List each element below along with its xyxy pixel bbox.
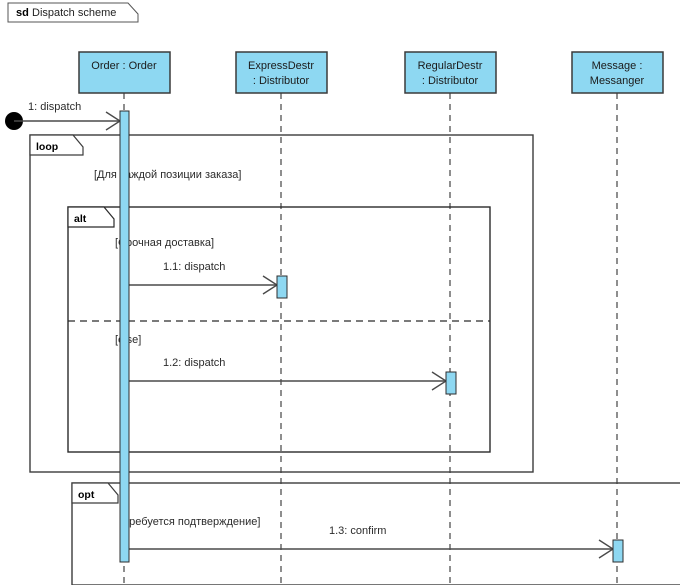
fragment-alt-keyword: alt: [74, 213, 87, 225]
frame-label-shape: [7, 2, 139, 23]
lifeline-label-express-line2: : Distributor: [253, 75, 310, 87]
diagram-frame-label: sd Dispatch scheme: [7, 2, 139, 23]
fragment-alt-border: [67, 206, 491, 453]
activation-bar-express[interactable]: [276, 275, 288, 299]
message-1-2-dispatch[interactable]: 1.2: dispatch: [129, 357, 448, 391]
fragment-alt-guard-1: [Срочная доставка]: [115, 237, 214, 249]
fragment-loop-tab: [29, 134, 84, 156]
fragment-opt-keyword: opt: [78, 489, 95, 501]
lifeline-label-messenger-line2: Messanger: [590, 75, 645, 87]
lifeline-label-messenger-line1: Message :: [592, 60, 643, 72]
lifeline-label-express-line1: ExpressDestr: [248, 60, 314, 72]
fragment-opt-border: [71, 482, 680, 585]
activation-bar-messenger[interactable]: [612, 539, 624, 563]
lifeline-label-order-line1: Order : Order: [91, 60, 157, 72]
activation-bars-group: [119, 110, 624, 563]
message-found-dispatch[interactable]: 1: dispatch: [5, 101, 122, 131]
lifeline-box-messenger: [571, 51, 664, 94]
message-1-3-label: 1.3: confirm: [329, 525, 386, 537]
fragment-alt-tab: [67, 206, 115, 228]
diagram-kind-keyword: sd: [16, 7, 29, 19]
fragment-opt-guard: [Требуется подтверждение]: [120, 516, 260, 528]
found-message-label: 1: dispatch: [28, 101, 81, 113]
message-1-3-confirm[interactable]: 1.3: confirm: [129, 525, 615, 559]
message-1-2-label: 1.2: dispatch: [163, 357, 225, 369]
lifeline-head-express[interactable]: ExpressDestr : Distributor: [235, 51, 328, 94]
message-1-1-label: 1.1: dispatch: [163, 261, 225, 273]
activation-bar-order[interactable]: [119, 110, 130, 563]
fragment-loop[interactable]: loop [Для каждой позиции заказа]: [29, 134, 534, 473]
fragment-loop-border: [29, 134, 534, 473]
message-1-1-dispatch[interactable]: 1.1: dispatch: [129, 261, 279, 295]
lifeline-box-regular: [404, 51, 497, 94]
fragment-loop-keyword: loop: [36, 141, 58, 153]
lifeline-head-messenger[interactable]: Message : Messanger: [571, 51, 664, 94]
lifeline-label-regular-line2: : Distributor: [422, 75, 479, 87]
lifeline-box-express: [235, 51, 328, 94]
fragment-opt-tab: [71, 482, 119, 504]
fragment-loop-guard: [Для каждой позиции заказа]: [94, 169, 241, 181]
lifeline-label-regular-line1: RegularDestr: [418, 60, 483, 72]
fragment-alt[interactable]: alt [Срочная доставка] [else]: [67, 206, 491, 453]
lifeline-head-order[interactable]: Order : Order: [78, 51, 171, 94]
fragment-opt[interactable]: opt [Требуется подтверждение]: [71, 482, 680, 585]
lifeline-box-order: [78, 51, 171, 94]
lifeline-head-regular[interactable]: RegularDestr : Distributor: [404, 51, 497, 94]
activation-bar-regular[interactable]: [445, 371, 457, 395]
diagram-title: Dispatch scheme: [32, 7, 116, 19]
lifeline-lines-group: [123, 93, 618, 585]
